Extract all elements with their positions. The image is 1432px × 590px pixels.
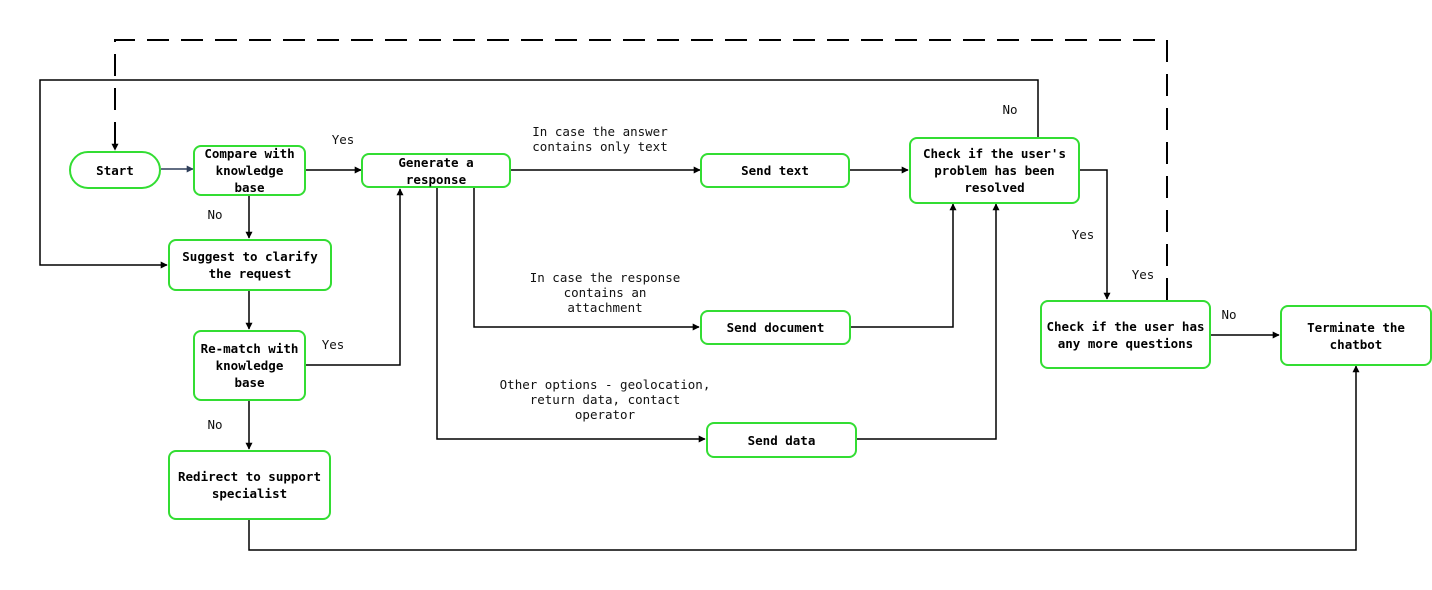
- label-case-text: In case the answer contains only text: [532, 124, 668, 154]
- label-no-rematch: No: [207, 417, 223, 432]
- label-case-attachment: In case the response contains an attachm…: [529, 270, 681, 315]
- edge-check-yes-to-questions: [1080, 169, 1111, 300]
- edge-generate-to-send-data: [436, 188, 706, 443]
- edge-check-no-to-suggest: [39, 79, 1039, 269]
- label-yes-compare: Yes: [331, 132, 355, 147]
- edge-send-data-to-check: [857, 203, 1000, 440]
- label-yes-resolved: Yes: [1071, 227, 1095, 242]
- edge-generate-to-send-document: [473, 188, 700, 331]
- node-send-data: Send data: [706, 422, 857, 458]
- node-send-text: Send text: [700, 153, 850, 188]
- label-no-questions: No: [1221, 307, 1237, 322]
- label-case-other: Other options - geolocation, return data…: [499, 377, 711, 422]
- node-redirect: Redirect to support specialist: [168, 450, 331, 520]
- edge-more-questions-to-start: [111, 39, 1168, 300]
- node-suggest: Suggest to clarify the request: [168, 239, 332, 291]
- node-check-resolved: Check if the user's problem has been res…: [909, 137, 1080, 204]
- node-send-document: Send document: [700, 310, 851, 345]
- label-no-resolved: No: [1002, 102, 1018, 117]
- edge-redirect-to-terminate: [248, 365, 1360, 551]
- node-check-questions: Check if the user has any more questions: [1040, 300, 1211, 369]
- node-generate: Generate a response: [361, 153, 511, 188]
- node-compare: Compare with knowledge base: [193, 145, 306, 196]
- label-yes-rematch: Yes: [321, 337, 345, 352]
- node-start: Start: [69, 151, 161, 189]
- node-terminate: Terminate the chatbot: [1280, 305, 1432, 366]
- label-yes-questions: Yes: [1131, 267, 1155, 282]
- edge-rematch-yes-to-generate: [306, 188, 404, 366]
- label-no-compare: No: [207, 207, 223, 222]
- node-rematch: Re-match with knowledge base: [193, 330, 306, 401]
- edge-send-document-to-check: [851, 203, 957, 328]
